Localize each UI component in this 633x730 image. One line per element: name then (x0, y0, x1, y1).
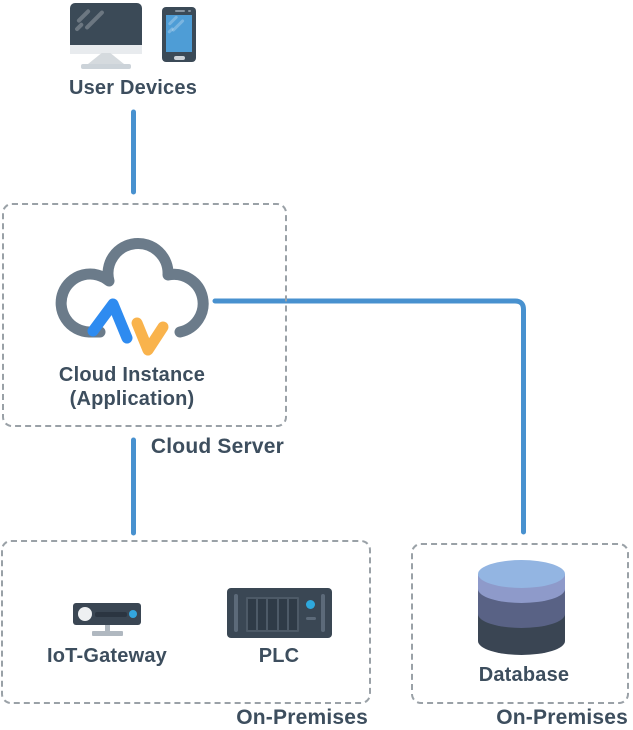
cloud-server-zone-label: Cloud Server (150, 435, 284, 458)
on-premises-right-zone (411, 543, 629, 704)
plc-label: PLC (258, 645, 300, 667)
user-devices-label: User Devices (68, 77, 198, 99)
connector-cloud-to-database (212, 298, 526, 535)
on-premises-left-zone (1, 540, 371, 704)
on-premises-left-label: On-Premises (236, 706, 368, 729)
iot-gateway-label: IoT-Gateway (46, 645, 167, 667)
on-premises-right-label: On-Premises (496, 706, 628, 729)
monitor-icon (70, 3, 142, 69)
chart-line-blue (87, 298, 133, 344)
iot-gateway-icon (73, 603, 141, 636)
plc-status-light (306, 600, 315, 609)
database-icon (478, 560, 565, 655)
plc-icon (227, 588, 332, 638)
cloud-instance-label-line2: (Application) (69, 388, 195, 410)
plc-module-slots (246, 597, 299, 632)
db-top-ellipse (478, 560, 565, 588)
cloud-instance-label: Cloud Instance (Application) (32, 363, 232, 411)
gateway-power-light (78, 607, 92, 621)
chart-line-orange (131, 317, 169, 356)
cloud-app-icon (55, 237, 209, 356)
cloud-instance-label-line1: Cloud Instance (58, 364, 206, 386)
database-label: Database (478, 664, 570, 686)
cloud-outline (55, 237, 209, 338)
smartphone-screen (166, 14, 192, 52)
gateway-status-light (128, 610, 137, 618)
cloud-server-zone (2, 203, 287, 427)
smartphone-icon (162, 7, 196, 62)
